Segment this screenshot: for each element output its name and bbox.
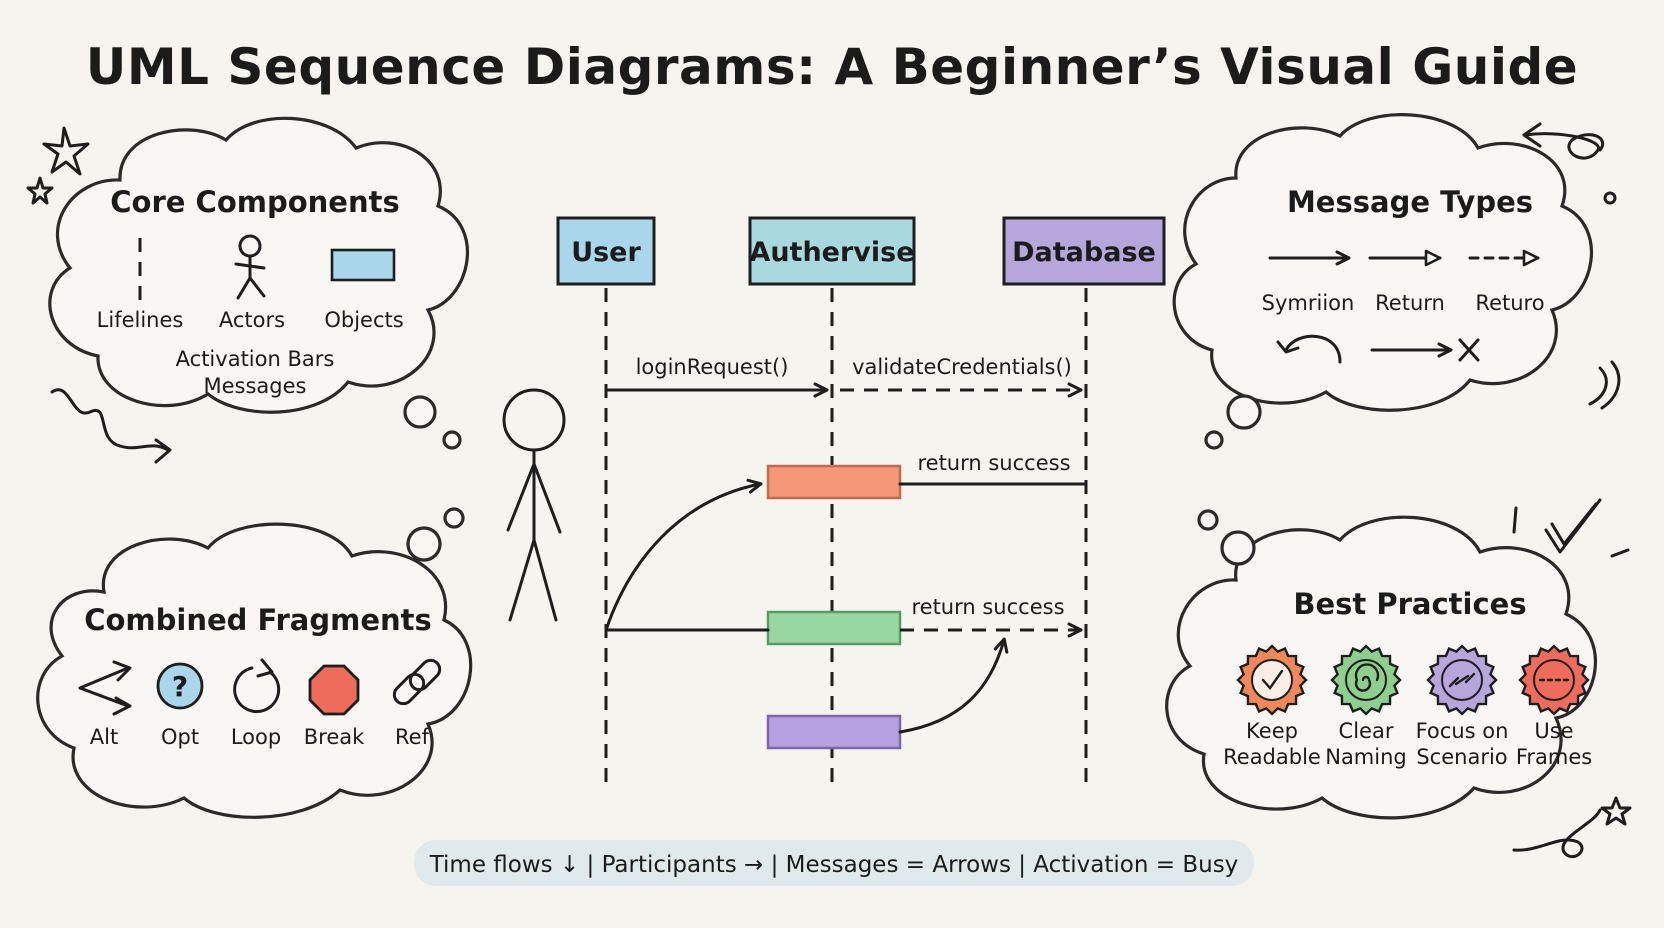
best-practices-title: Best Practices xyxy=(1293,587,1526,621)
activation-bar-2 xyxy=(766,610,902,646)
practice-4-line1: Use xyxy=(1534,719,1573,743)
core-item-activation-bars: Activation Bars xyxy=(176,347,335,371)
practice-3-line1: Focus on xyxy=(1416,719,1509,743)
activation-to-return-curve xyxy=(898,637,1009,734)
curl-arrow-doodle-icon xyxy=(1523,132,1604,160)
core-components-cloud: Core Components Lifelines Actors Objects… xyxy=(48,116,470,450)
loop-arrow-icon xyxy=(233,658,281,713)
bottom-squiggle-doodle-icon xyxy=(1512,808,1602,859)
footer-banner: Time flows ↓ | Participants → | Messages… xyxy=(414,840,1254,886)
footer-text: Time flows ↓ | Participants → | Messages… xyxy=(429,852,1239,878)
participant-box-authervise xyxy=(748,216,916,286)
destroy-x-icon xyxy=(1458,338,1480,362)
practice-2-line1: Clear xyxy=(1339,719,1394,743)
fragment-ref-label: Ref xyxy=(395,725,430,749)
opt-question-icon: ? xyxy=(156,662,204,710)
core-item-objects: Objects xyxy=(324,308,403,332)
squiggle-arrowhead-icon xyxy=(154,438,172,464)
return-success-label-2: return success xyxy=(911,595,1064,619)
link-badge-icon xyxy=(1426,644,1498,716)
return-success-label-1: return success xyxy=(917,451,1070,475)
svg-text:?: ? xyxy=(172,670,188,703)
participant-user-label: User xyxy=(571,237,641,268)
practice-2-line2: Naming xyxy=(1325,745,1407,769)
sequence-diagram: User Authervise Database loginRequest() … xyxy=(502,216,1166,790)
core-item-actors: Actors xyxy=(219,308,285,332)
fragment-alt-label: Alt xyxy=(90,725,118,749)
fragment-opt-label: Opt xyxy=(161,725,199,749)
ref-chain-icon xyxy=(392,658,442,706)
core-components-title: Core Components xyxy=(110,185,399,219)
message-type-label-2: Return xyxy=(1375,291,1445,315)
participant-authervise-label: Authervise xyxy=(749,237,914,268)
spiral-badge-icon xyxy=(1330,644,1402,716)
squiggle-arrow-doodle-icon xyxy=(50,388,170,452)
self-message-arrow-icon xyxy=(1276,334,1342,364)
practice-3-line2: Scenario xyxy=(1416,745,1507,769)
practice-1-line1: Keep xyxy=(1246,719,1298,743)
curl-arrowhead-icon xyxy=(1522,122,1542,148)
frame-badge-icon xyxy=(1518,644,1590,716)
participant-box-database xyxy=(1002,216,1166,286)
object-icon xyxy=(330,248,396,282)
swoosh-lines-icon xyxy=(1588,360,1621,410)
page-title: UML Sequence Diagrams: A Beginner’s Visu… xyxy=(86,38,1578,96)
fragment-break-label: Break xyxy=(304,725,365,749)
participant-database-label: Database xyxy=(1012,237,1156,268)
core-item-messages: Messages xyxy=(204,374,307,398)
bottom-star-doodle-icon xyxy=(1600,796,1632,826)
validate-credentials-label: validateCredentials() xyxy=(852,355,1072,379)
login-request-label: loginRequest() xyxy=(636,355,789,379)
activation-bar-3 xyxy=(766,714,902,750)
user-actor-figure xyxy=(502,388,566,622)
alt-fork-icon xyxy=(78,660,132,716)
participant-box-user xyxy=(556,216,656,286)
core-item-lifelines: Lifelines xyxy=(97,308,184,332)
star-doodle-icon xyxy=(26,126,90,205)
practice-4-line2: Frames xyxy=(1516,745,1592,769)
message-types-title: Message Types xyxy=(1287,185,1533,219)
checkmark-badge-icon xyxy=(1236,644,1308,716)
best-practices-cloud: Best Practices Keep Readable Clear Namin… xyxy=(1165,509,1598,820)
activation-bar-1 xyxy=(766,464,902,500)
break-octagon-icon xyxy=(308,664,360,716)
fragment-loop-label: Loop xyxy=(231,725,281,749)
tick-mark-icon xyxy=(1512,506,1630,558)
checkmark-doodle-icon xyxy=(1544,498,1602,554)
bubble-doodle-icon xyxy=(1603,191,1617,205)
message-type-label-1: Symriion xyxy=(1262,291,1355,315)
user-to-activation-curve xyxy=(604,478,763,632)
message-type-label-3: Returo xyxy=(1475,291,1544,315)
combined-fragments-title: Combined Fragments xyxy=(84,603,432,637)
practice-1-line2: Readable xyxy=(1223,745,1321,769)
message-types-cloud: Message Types Symriion Return Returo xyxy=(1172,113,1594,450)
actor-icon xyxy=(234,234,266,300)
combined-fragments-cloud: Combined Fragments ? Alt Opt Loop Break … xyxy=(36,507,473,819)
